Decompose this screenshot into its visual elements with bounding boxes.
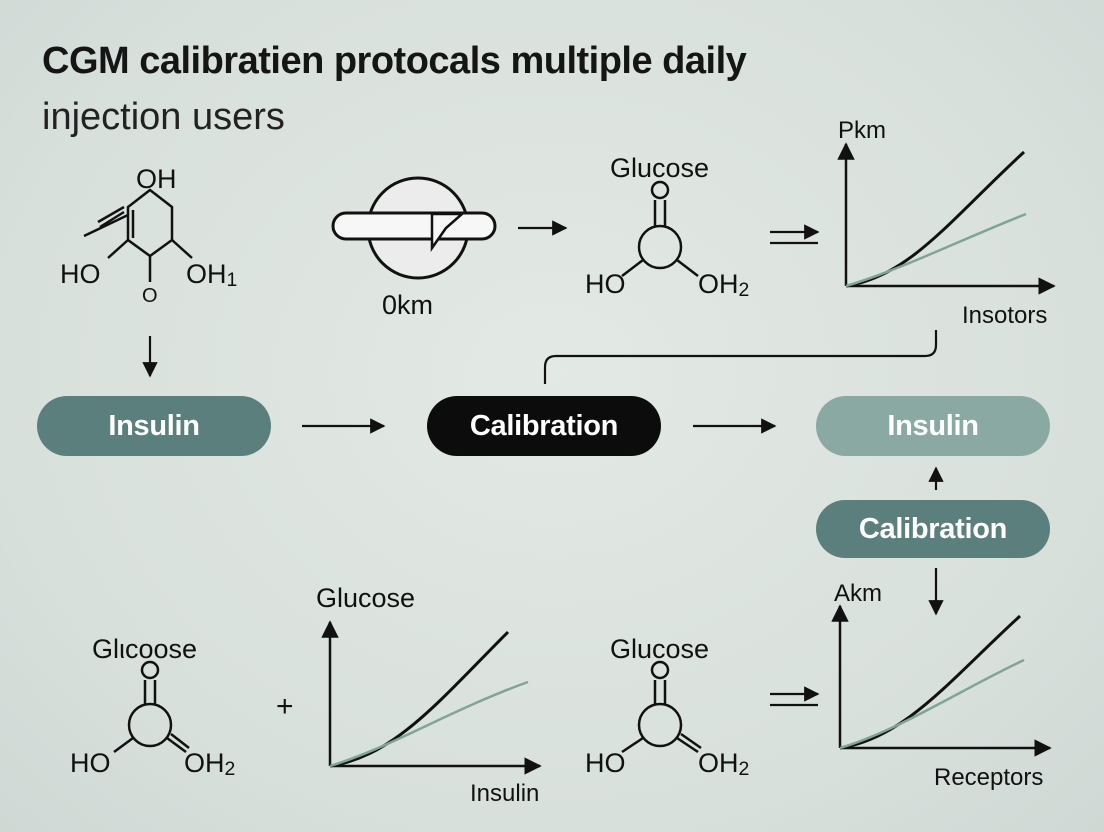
- title-line-1: CGM calibratien protocals multiple daily: [42, 40, 747, 82]
- molecule-top-middle: [621, 180, 699, 277]
- mol-tl-o-bottom: O: [142, 285, 158, 307]
- calibration-node-right[interactable]: Calibration: [816, 500, 1050, 558]
- chart-bm-ylabel: Glucose: [316, 583, 416, 613]
- chart-tr-xlabel: Insotors: [962, 302, 1048, 329]
- equilibrium-arrow-top: [770, 224, 820, 245]
- calibration-node-center[interactable]: Calibration: [427, 396, 661, 456]
- molecule-top-left: [83, 188, 193, 282]
- connector-chart-to-calibration: [543, 330, 938, 384]
- mol-tl-ho-left: HO: [60, 259, 101, 289]
- title-line-2: injection users: [42, 96, 285, 138]
- plus-symbol: +: [276, 690, 294, 723]
- mol-bl-ho: HO: [70, 748, 111, 778]
- sensor-label: 0km: [382, 290, 434, 320]
- mol-bm-title: Glucose: [610, 634, 710, 664]
- chart-br-ylabel: Akm: [834, 580, 882, 607]
- mol-bl-title: Glιcoose: [92, 634, 198, 664]
- mol-tl-oh-top: OH: [136, 164, 177, 194]
- chart-br-xlabel: Receptors: [934, 764, 1044, 791]
- equilibrium-arrow-bottom: [770, 686, 820, 707]
- chart-bottom-right: [831, 604, 1052, 757]
- molecule-bottom-left: [113, 660, 190, 754]
- mol-tm-title: Glucose: [610, 153, 710, 183]
- insulin-node-left[interactable]: Insulin: [37, 396, 271, 456]
- mol-bm-ho: HO: [585, 748, 626, 778]
- mol-tm-oh: OH2: [698, 269, 750, 301]
- chart-top-right: [837, 142, 1056, 295]
- mol-bl-oh: OH2: [184, 748, 236, 780]
- chart-tr-ylabel: Pkm: [838, 117, 886, 144]
- molecule-bottom-middle: [621, 660, 702, 754]
- chart-bottom-middle: [321, 620, 542, 775]
- mol-tl-oh-right: OH1: [186, 259, 238, 291]
- chart-bm-xlabel: Insulin: [470, 780, 540, 807]
- insulin-node-right[interactable]: Insulin: [816, 396, 1050, 456]
- mol-bm-oh: OH2: [698, 748, 750, 780]
- sensor-device-icon: [331, 176, 497, 280]
- mol-tm-ho: HO: [585, 269, 626, 299]
